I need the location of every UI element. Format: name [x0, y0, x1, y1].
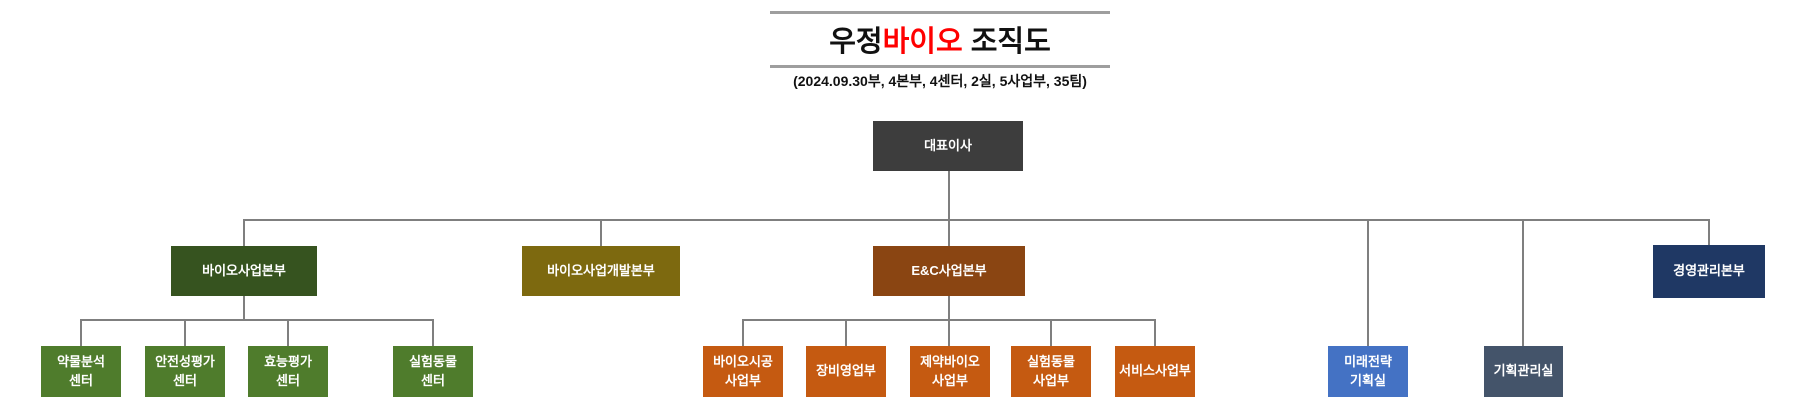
org-node-service-dept: 서비스사업부	[1115, 346, 1195, 397]
page-title: 우정바이오 조직도	[770, 22, 1110, 62]
title-divider-bottom	[770, 65, 1110, 68]
connector-line	[742, 319, 1156, 321]
connector-line	[1050, 321, 1052, 346]
org-node-future-strategy-office: 미래전략 기획실	[1328, 346, 1408, 397]
org-node-mgmt-division: 경영관리본부	[1653, 245, 1765, 298]
connector-line	[948, 296, 950, 320]
connector-line	[1708, 221, 1710, 245]
connector-line	[243, 296, 245, 320]
org-node-equipment-sales-dept: 장비영업부	[806, 346, 886, 397]
org-node-safety-eval-center: 안전성평가 센터	[145, 346, 225, 397]
connector-line	[1154, 321, 1156, 346]
connector-line	[432, 321, 434, 346]
connector-line	[184, 321, 186, 346]
org-node-lab-animal-dept: 실험동물 사업부	[1011, 346, 1091, 397]
connector-line	[287, 321, 289, 346]
subtitle: (2024.09.30부, 4본부, 4센터, 2실, 5사업부, 35팀)	[793, 73, 1087, 89]
connector-line	[742, 321, 744, 346]
title-highlight: 바이오	[882, 26, 963, 58]
org-node-bio-dev-division: 바이오사업개발본부	[522, 246, 680, 296]
title-block: 우정바이오 조직도 (2024.09.30부, 4본부, 4센터, 2실, 5사…	[770, 0, 1110, 95]
title-divider-top	[770, 11, 1110, 14]
connector-line	[243, 221, 245, 246]
connector-line	[1522, 221, 1524, 346]
connector-line	[80, 321, 82, 346]
connector-line	[845, 321, 847, 346]
connector-line	[948, 321, 950, 346]
org-node-pharma-bio-dept: 제약바이오 사업부	[910, 346, 990, 397]
connector-line	[948, 171, 950, 246]
org-node-bio-construction-dept: 바이오시공 사업부	[703, 346, 783, 397]
org-node-planning-mgmt-office: 기획관리실	[1484, 346, 1563, 397]
org-node-enc-division: E&C사업본부	[873, 246, 1025, 296]
connector-line	[80, 319, 434, 321]
title-suffix: 조직도	[962, 26, 1051, 58]
org-node-efficacy-eval-center: 효능평가 센터	[248, 346, 328, 397]
connector-line	[1367, 221, 1369, 346]
org-node-bio-division: 바이오사업본부	[171, 246, 317, 296]
connector-line	[600, 221, 602, 246]
org-node-ceo: 대표이사	[873, 121, 1023, 171]
org-node-lab-animal-center: 실험동물 센터	[393, 346, 473, 397]
org-node-drug-analysis-center: 약물분석 센터	[41, 346, 121, 397]
title-prefix: 우정	[829, 26, 883, 58]
connector-line	[243, 219, 1710, 221]
